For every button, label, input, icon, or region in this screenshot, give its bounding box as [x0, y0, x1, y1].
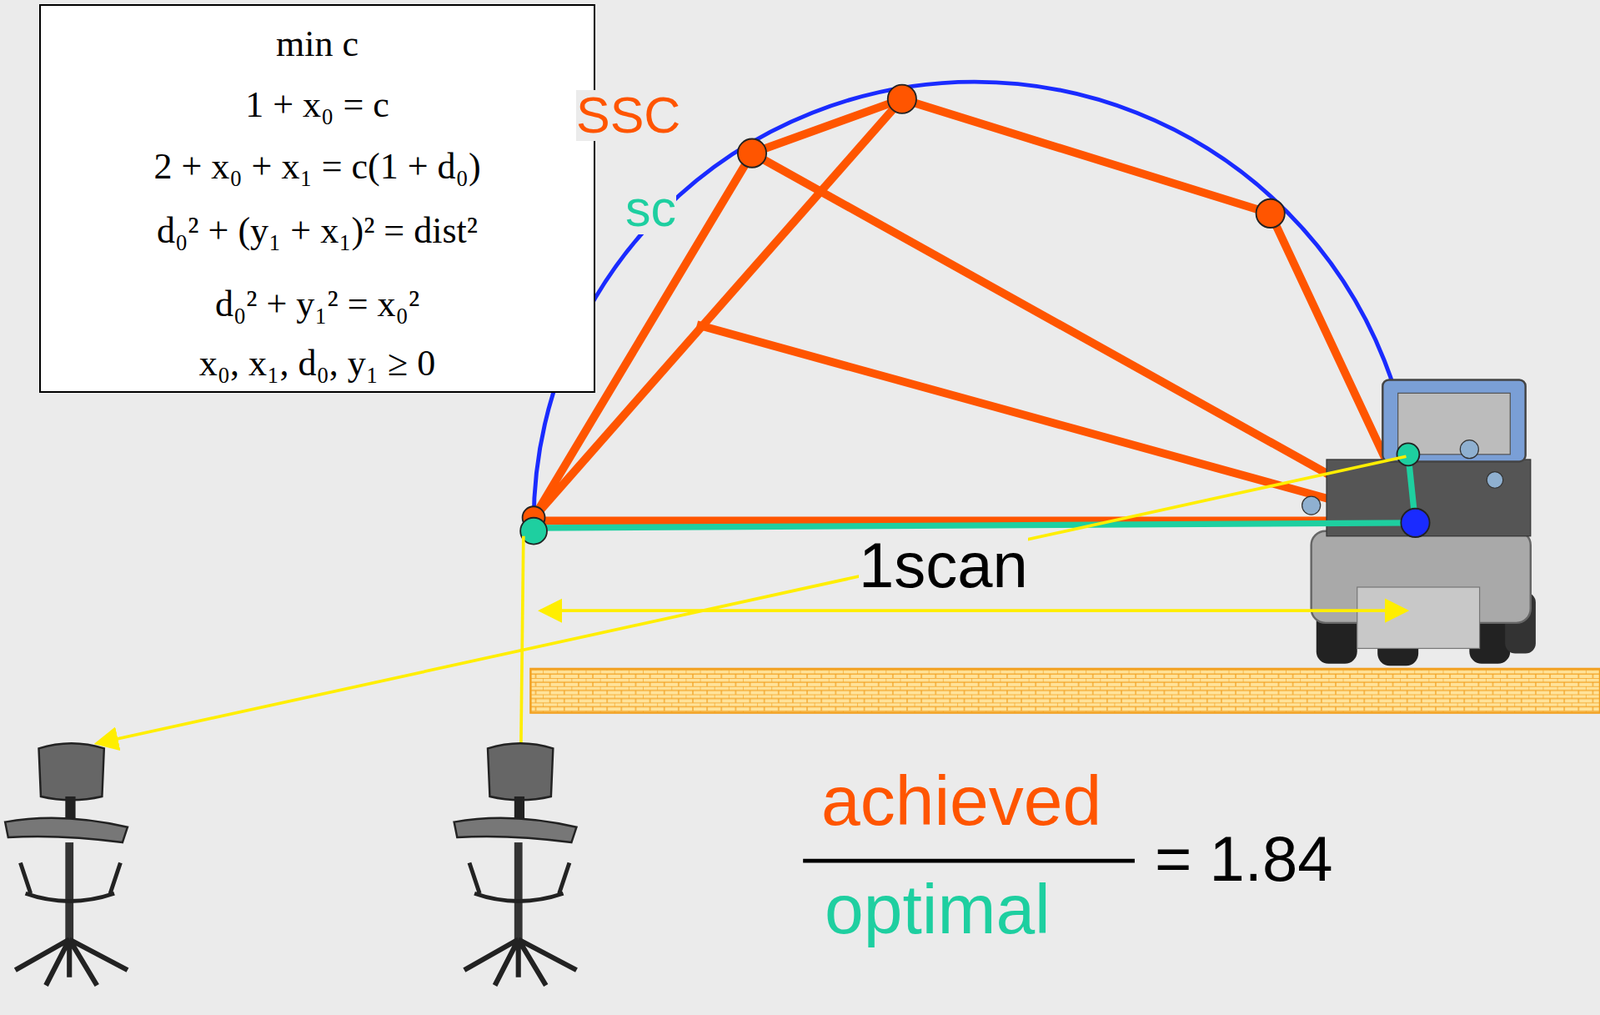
chair [5, 742, 128, 985]
wall [530, 668, 1600, 713]
ratio-denominator: optimal [824, 873, 1051, 944]
constraint-box: min c 1 + x₀ = c 2 + x₀ + x₁ = c(1 + d₀) d₀… [39, 4, 596, 393]
dimension-label: 1scan [858, 533, 1029, 597]
algorithm-label: SSC [576, 90, 681, 141]
path-dots [522, 85, 1285, 530]
equation-line: x₀, x₁, d₀, y₁ ≥ 0 [40, 343, 594, 384]
equation-line: d₀² + (y₁ + x₁)² = dist² [40, 210, 594, 251]
equation-line: d₀² + y₁² = x₀² [40, 284, 594, 325]
ratio-numerator: achieved [821, 765, 1102, 836]
optimal-path [520, 442, 1430, 544]
achieved-path [533, 99, 1415, 523]
chair [454, 742, 577, 985]
sight-lines [96, 456, 1406, 793]
ratio-value: = 1.84 [1154, 827, 1333, 891]
equation-line: 2 + x₀ + x₁ = c(1 + d₀) [40, 146, 594, 187]
equation-line: 1 + x₀ = c [40, 85, 594, 126]
fraction-bar [802, 858, 1135, 863]
algorithm-label: sc [625, 183, 677, 235]
scan-arc [533, 81, 1415, 523]
equation-line: min c [40, 24, 594, 65]
